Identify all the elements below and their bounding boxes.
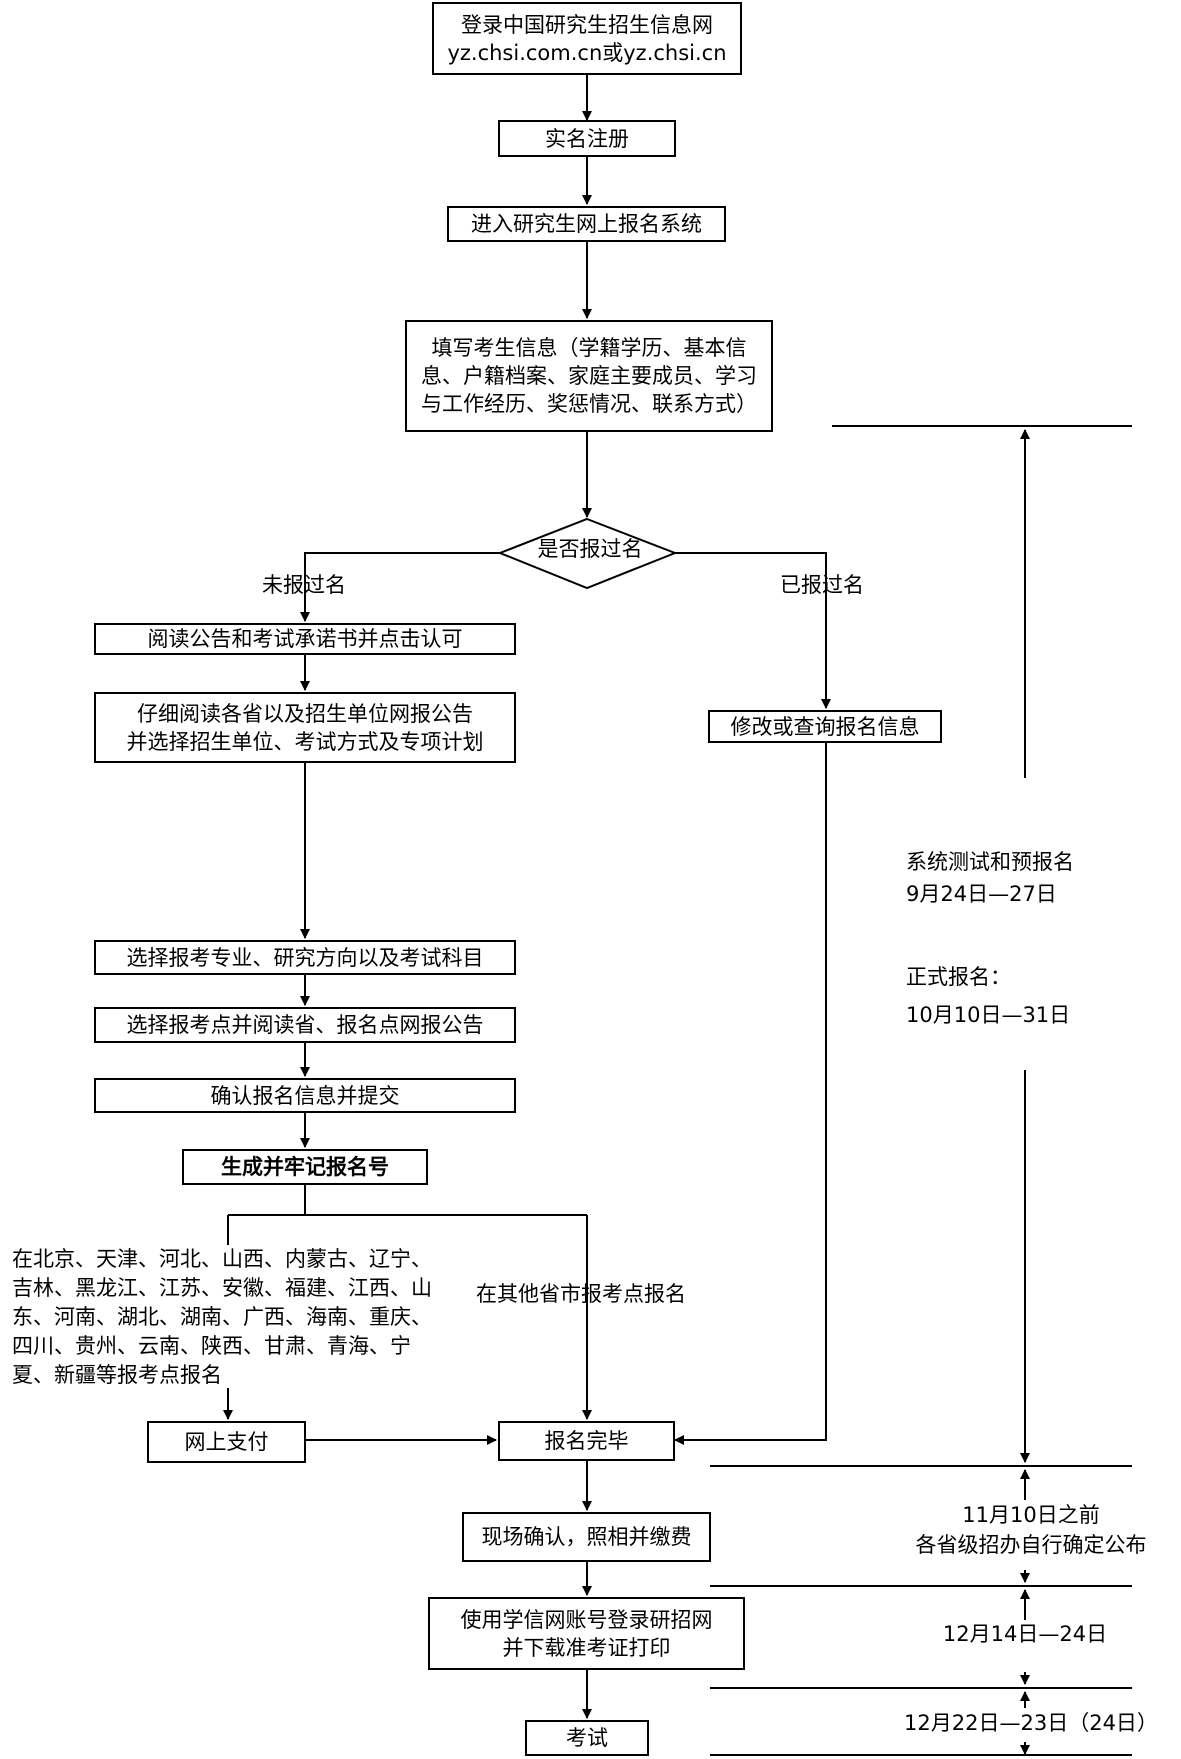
online-pay-step: 网上支付 xyxy=(147,1421,306,1463)
download-ticket-step: 使用学信网账号登录研招网 并下载准考证打印 xyxy=(428,1597,745,1670)
exam-period: 12月22日—23日（24日） xyxy=(900,1708,1162,1738)
other-provinces-label: 在其他省市报考点报名 xyxy=(476,1282,686,1306)
decision-diamond xyxy=(497,517,678,590)
exam-step: 考试 xyxy=(525,1720,649,1756)
finish-step: 报名完毕 xyxy=(498,1421,675,1461)
formal-registration-period: 正式报名： 10月10日—31日 xyxy=(906,965,1071,1027)
select-site-step: 选择报考点并阅读省、报名点网报公告 xyxy=(94,1007,516,1043)
pre-registration-period: 系统测试和预报名 9月24日—27日 xyxy=(906,850,1074,906)
select-major-step: 选择报考专业、研究方向以及考试科目 xyxy=(94,940,516,975)
provinces-label: 在北京、天津、河北、山西、内蒙古、辽宁、 吉林、黑龙江、江苏、安徽、福建、江西、… xyxy=(12,1247,432,1387)
register-step: 实名注册 xyxy=(498,120,676,157)
generate-number-step: 生成并牢记报名号 xyxy=(182,1149,428,1185)
fill-info-step: 填写考生信息（学籍学历、基本信 息、户籍档案、家庭主要成员、学习 与工作经历、奖… xyxy=(405,320,773,432)
login-step: 登录中国研究生招生信息网 yz.chsi.com.cn或yz.chsi.cn xyxy=(432,2,742,75)
connector-right-branch xyxy=(675,552,831,709)
confirm-submit-step: 确认报名信息并提交 xyxy=(94,1078,516,1113)
confirm-deadline: 11月10日之前 各省级招办自行确定公布 xyxy=(915,1503,1147,1557)
read-province-step: 仔细阅读各省以及招生单位网报公告 并选择招生单位、考试方式及专项计划 xyxy=(94,692,516,763)
read-notice-step: 阅读公告和考试承诺书并点击认可 xyxy=(94,623,516,655)
print-period: 12月14日—24日 xyxy=(942,1622,1108,1646)
onsite-confirm-step: 现场确认，照相并缴费 xyxy=(462,1512,711,1562)
modify-info-step: 修改或查询报名信息 xyxy=(708,710,942,743)
not-registered-label: 未报过名 xyxy=(262,573,346,597)
registered-label: 已报过名 xyxy=(780,573,864,597)
decision-label: 是否报过名 xyxy=(537,537,643,561)
enter-system-step: 进入研究生网上报名系统 xyxy=(447,206,726,242)
connector xyxy=(674,743,827,1445)
connector-left-branch xyxy=(300,552,500,622)
